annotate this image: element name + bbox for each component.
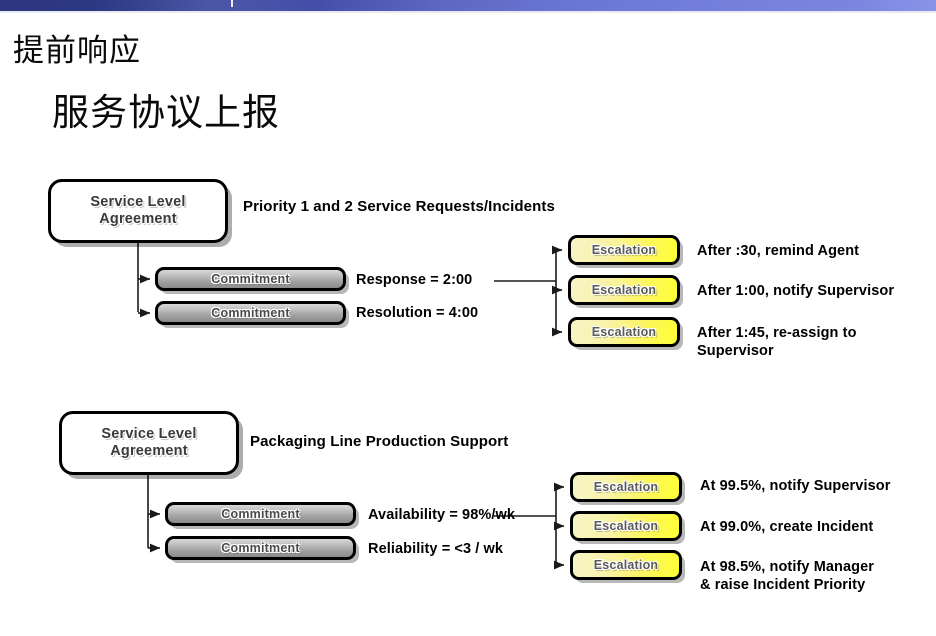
- commitment-box-1-1[interactable]: Commitment: [155, 267, 346, 291]
- commitment-label: Commitment: [211, 306, 290, 320]
- commitment-metric-1-2: Resolution = 4:00: [356, 305, 479, 321]
- escalation-caption-2-1: At 99.5%, notify Supervisor: [700, 478, 891, 494]
- commitment-box-2-2[interactable]: Commitment: [165, 536, 356, 560]
- escalation-label: Escalation: [591, 283, 657, 297]
- escalation-caption-1-1: After :30, remind Agent: [697, 243, 860, 259]
- banner-sheen: [0, 0, 470, 11]
- top-banner: [0, 0, 936, 11]
- escalation-caption-1-2: After 1:00, notify Supervisor: [697, 283, 895, 299]
- banner-underline: [0, 11, 936, 13]
- commitment-box-2-1[interactable]: Commitment: [165, 502, 356, 526]
- page-subtitle: 服务协议上报: [52, 91, 280, 134]
- escalation-caption-2-2: At 99.0%, create Incident: [700, 519, 874, 535]
- sla-box-label: Service Level Agreement: [101, 426, 197, 459]
- escalation-box-2-1[interactable]: Escalation: [570, 472, 682, 502]
- commitment-label: Commitment: [221, 507, 300, 521]
- escalation-box-2-3[interactable]: Escalation: [570, 550, 682, 580]
- commitment-metric-2-1: Availability = 98%/wk: [368, 507, 516, 523]
- escalation-label: Escalation: [593, 480, 659, 494]
- escalation-caption-2-3: At 98.5%, notify Manager & raise Inciden…: [700, 559, 875, 593]
- commitment-metric-1-1: Response = 2:00: [356, 272, 473, 288]
- commitment-label: Commitment: [211, 272, 290, 286]
- escalation-box-1-1[interactable]: Escalation: [568, 235, 680, 265]
- escalation-box-2-2[interactable]: Escalation: [570, 511, 682, 541]
- sla-box-block-2[interactable]: Service Level Agreement: [59, 411, 239, 475]
- block-heading-1: Priority 1 and 2 Service Requests/Incide…: [243, 198, 555, 215]
- escalation-label: Escalation: [591, 325, 657, 339]
- commitment-metric-2-2: Reliability = <3 / wk: [368, 541, 504, 557]
- sla-box-block-1[interactable]: Service Level Agreement: [48, 179, 228, 243]
- block-heading-2: Packaging Line Production Support: [250, 433, 509, 450]
- commitment-label: Commitment: [221, 541, 300, 555]
- escalation-box-1-3[interactable]: Escalation: [568, 317, 680, 347]
- escalation-label: Escalation: [591, 243, 657, 257]
- banner-tick-mark: [231, 0, 233, 7]
- escalation-box-1-2[interactable]: Escalation: [568, 275, 680, 305]
- commitment-box-1-2[interactable]: Commitment: [155, 301, 346, 325]
- escalation-label: Escalation: [593, 558, 659, 572]
- sla-box-label: Service Level Agreement: [90, 194, 186, 227]
- page-title: 提前响应: [13, 33, 141, 69]
- escalation-label: Escalation: [593, 519, 659, 533]
- escalation-caption-1-3: After 1:45, re-assign to Supervisor: [697, 325, 857, 359]
